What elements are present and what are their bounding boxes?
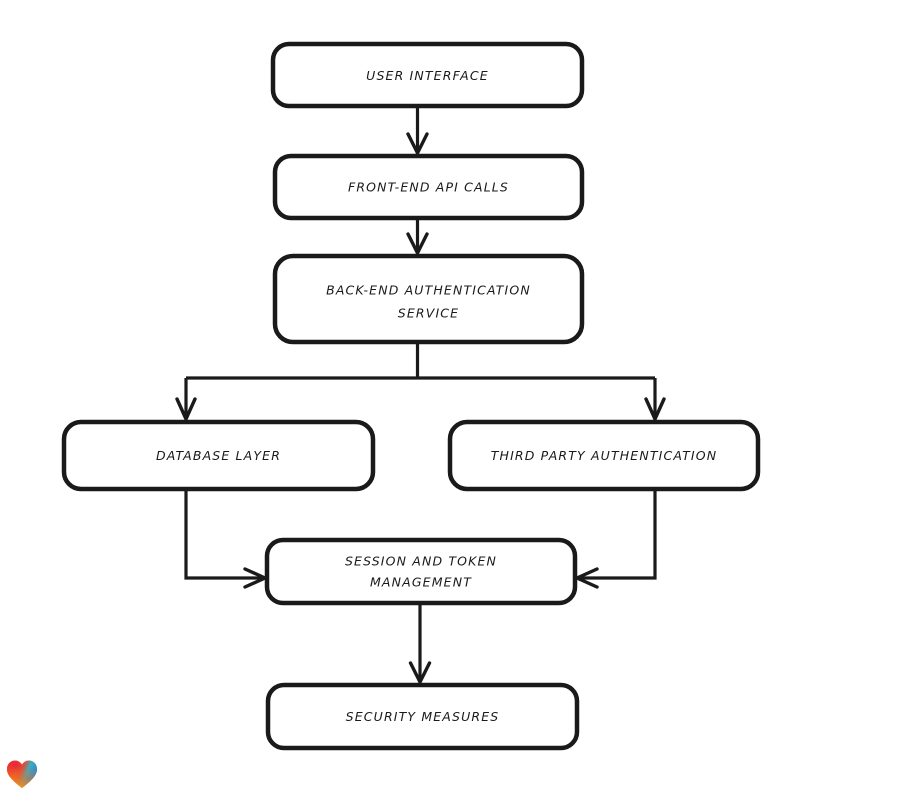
node-third-party-authentication[interactable]: THIRD PARTY AUTHENTICATION: [447, 419, 761, 492]
node-session-and-token-management-shape[interactable]: [264, 537, 578, 606]
edge-back-end-authentication-service-branch: [186, 342, 655, 380]
node-back-end-authentication-service-shape[interactable]: [272, 253, 585, 345]
heart-icon-wrapper: [6, 759, 38, 789]
edge-database-layer-to-session-and-token-management: [184, 489, 267, 589]
node-security-measures-shape[interactable]: [265, 682, 580, 751]
node-security-measures[interactable]: SECURITY MEASURES: [265, 682, 580, 751]
node-back-end-authentication-service[interactable]: BACK-END AUTHENTICATION SERVICE: [272, 253, 585, 345]
edge-back-end-authentication-service-to-database-layer: [175, 378, 197, 421]
node-front-end-api-calls[interactable]: FRONT-END API CALLS: [272, 153, 585, 221]
node-security-measures-label: SECURITY MEASURES: [346, 709, 500, 724]
node-session-and-token-management-label-line2: MANAGEMENT: [370, 575, 472, 590]
heart-icon: [7, 760, 37, 788]
edge-back-end-authentication-service-to-third-party-authentication: [644, 378, 666, 421]
node-back-end-authentication-service-label-line2: SERVICE: [398, 306, 459, 321]
node-database-layer[interactable]: DATABASE LAYER: [61, 419, 376, 492]
edge-user-interface-to-front-end-api-calls: [406, 106, 429, 155]
node-user-interface[interactable]: USER INTERFACE: [270, 41, 585, 109]
edge-session-and-token-management-to-security-measures: [408, 603, 432, 684]
node-database-layer-label: DATABASE LAYER: [156, 448, 281, 463]
node-session-and-token-management[interactable]: SESSION AND TOKEN MANAGEMENT: [264, 537, 578, 606]
edge-third-party-authentication-to-session-and-token-management: [575, 489, 657, 589]
node-session-and-token-management-label-line1: SESSION AND TOKEN: [345, 554, 497, 569]
node-third-party-authentication-shape[interactable]: [447, 419, 761, 492]
node-user-interface-shape[interactable]: [270, 41, 585, 109]
node-back-end-authentication-service-label-line1: BACK-END AUTHENTICATION: [326, 283, 531, 298]
node-front-end-api-calls-shape[interactable]: [272, 153, 585, 221]
node-user-interface-label: USER INTERFACE: [366, 68, 489, 83]
edge-front-end-api-calls-to-back-end-authentication-service: [406, 218, 429, 255]
node-third-party-authentication-label: THIRD PARTY AUTHENTICATION: [491, 448, 718, 463]
node-front-end-api-calls-label: FRONT-END API CALLS: [348, 180, 509, 195]
node-database-layer-shape[interactable]: [61, 419, 376, 492]
